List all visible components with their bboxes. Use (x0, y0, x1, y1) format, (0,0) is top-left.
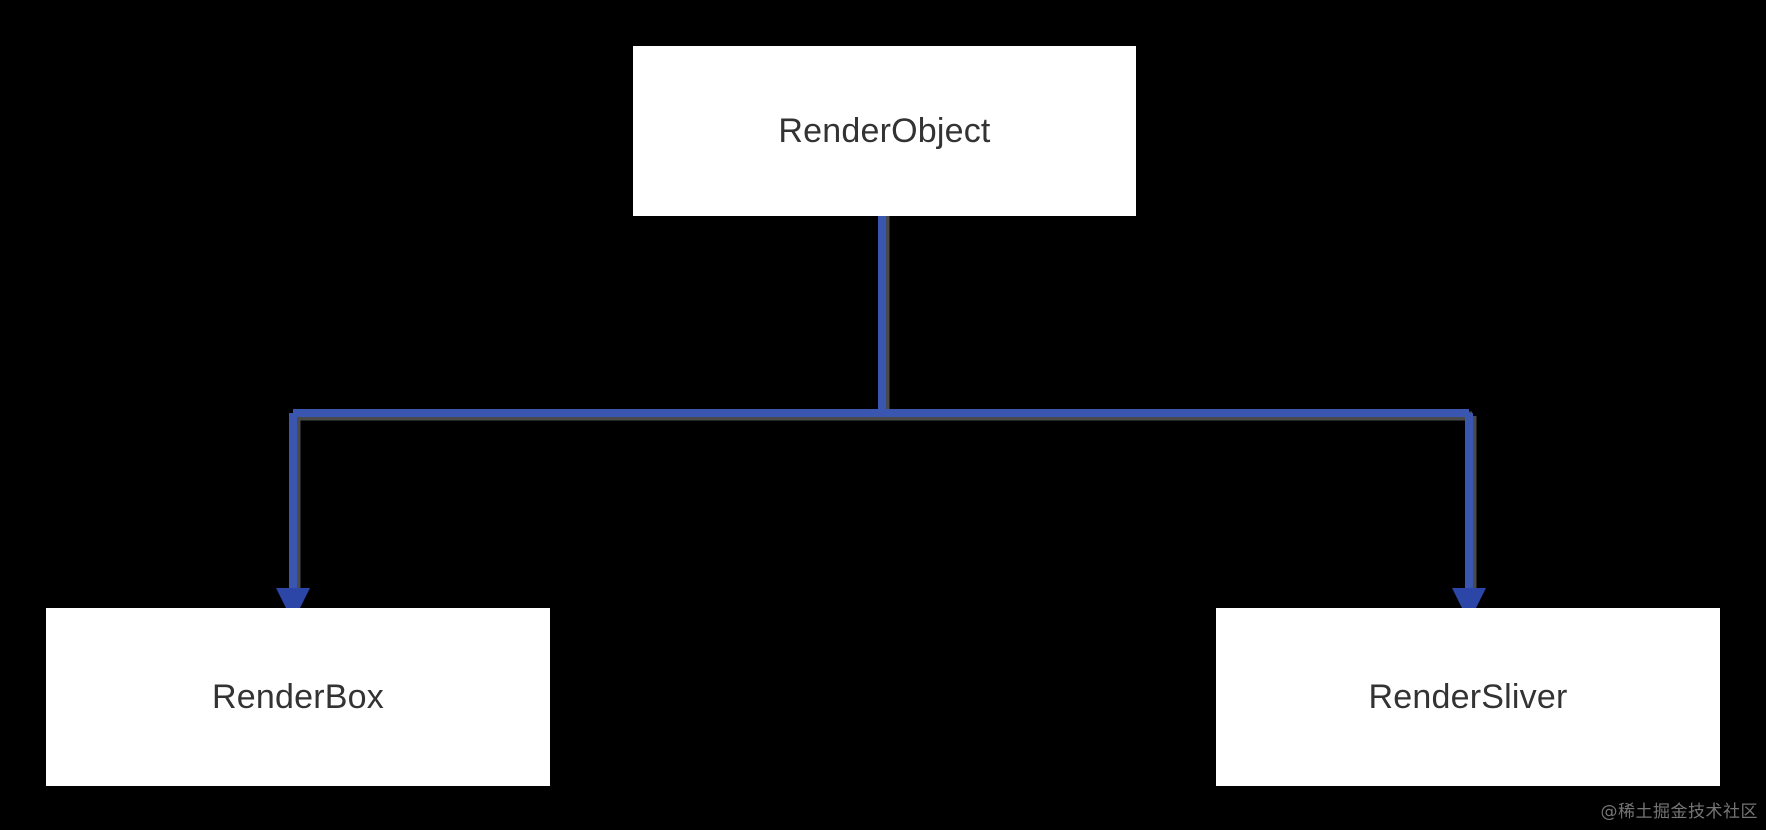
arrowhead-rendersliver (1452, 588, 1486, 622)
node-renderobject-label: RenderObject (778, 112, 991, 150)
node-renderobject[interactable]: RenderObject (633, 46, 1136, 216)
node-renderbox[interactable]: RenderBox (46, 608, 550, 786)
node-renderbox-label: RenderBox (212, 678, 384, 716)
node-rendersliver-label: RenderSliver (1368, 678, 1568, 716)
watermark-text: @稀土掘金技术社区 (1600, 802, 1758, 822)
node-rendersliver[interactable]: RenderSliver (1216, 608, 1720, 786)
arrowhead-renderbox (276, 588, 310, 622)
